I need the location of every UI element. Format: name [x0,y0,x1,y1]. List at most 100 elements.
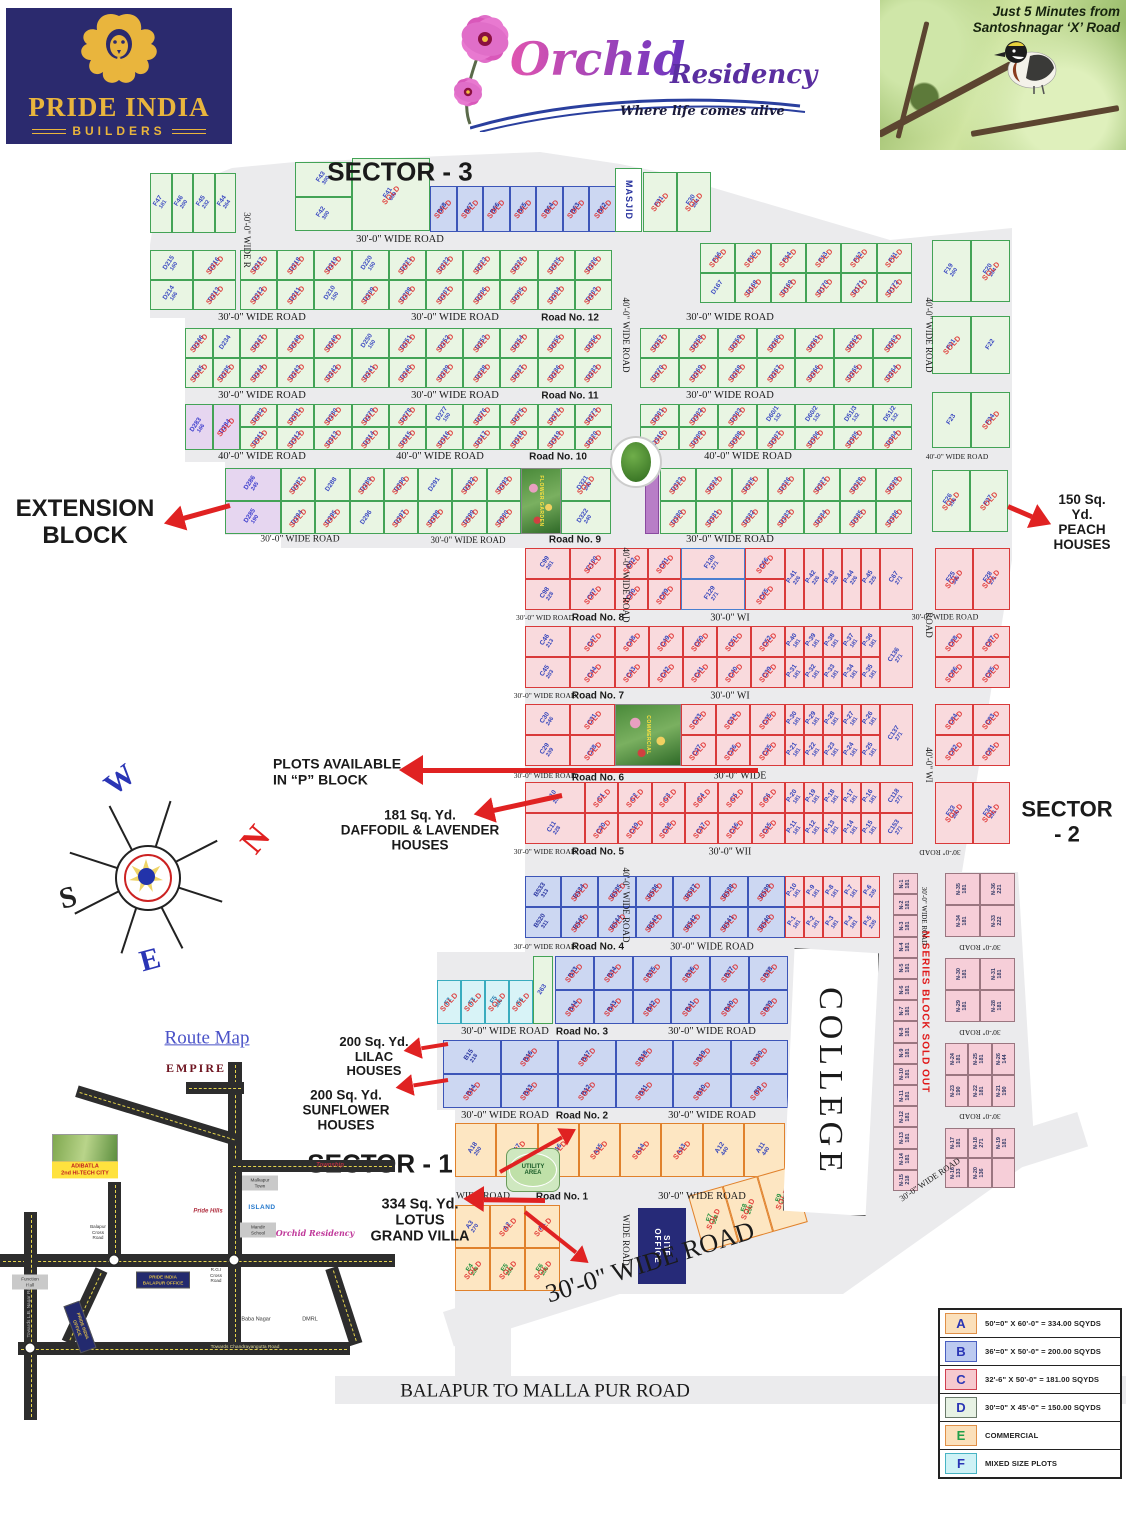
plot-label: D278 [399,406,414,424]
road-label: 30'-0" WIDE ROAD [461,1026,549,1038]
plot-label: C51 [727,634,740,648]
sold-mark: SOLD [940,333,963,357]
plot-label: C91 [657,556,670,570]
route-road [230,1160,395,1172]
office-area: SITE OFFICE [638,1208,686,1284]
sold-mark: SOLD [881,331,904,355]
sold-mark: SOLD [847,246,870,270]
road-label: 30'-0" WI [710,612,750,624]
plot-label: D325 [742,475,757,493]
legend-swatch-C: C [945,1369,977,1390]
sold-mark: SOLD [581,661,604,684]
sold-mark: SOLD [247,283,270,307]
sold-mark: SOLD [518,1079,541,1103]
college-label: COLLEGE [812,987,850,1177]
logo-title2: Residency [670,60,818,90]
sold-mark: SOLD [568,911,591,934]
sold-mark: SOLD [581,708,604,731]
road-label: 30'-0" WII [708,846,752,858]
plot-label: C2 [629,791,640,803]
plot-label: C33 [691,712,704,726]
road-no-7-label: Road No. 7 [571,690,625,702]
road-no-12-label: Road No. 12 [541,312,599,324]
plot-label: C83 [984,712,997,726]
sold-mark: SOLD [842,361,865,385]
plot-label: C3 [662,791,673,803]
sold-mark: SOLD [847,276,870,300]
plot-label: D294 [290,508,305,526]
sold-mark: SOLD [633,1045,656,1069]
plot-label: D262 [845,334,861,351]
plot-label: D329 [886,475,901,493]
sold-mark: SOLD [979,408,1002,432]
plot-label: C66 [758,556,771,570]
sold-mark: SOLD [811,473,833,496]
plot-label: B14 [464,1083,478,1098]
plot-label: D257 [651,334,666,351]
plot-label: D316 [436,429,452,447]
plot-label: D270 [651,364,666,381]
sold-mark: SOLD [359,404,382,427]
plot-label: F22 [983,337,996,352]
plot-label: D224 [511,256,526,273]
road-label: 40'-0" WIDE ROAD [925,451,989,461]
sold-mark: SOLD [726,331,749,355]
sold-mark: SOLD [565,197,588,221]
plot-label: D167 [709,279,725,296]
sold-mark: SOLD [470,404,493,427]
sold-mark: SOLD [284,427,307,450]
connector-road [455,1294,511,1380]
sold-mark: SOLD [690,1045,713,1069]
plot-label: D317 [473,429,489,447]
